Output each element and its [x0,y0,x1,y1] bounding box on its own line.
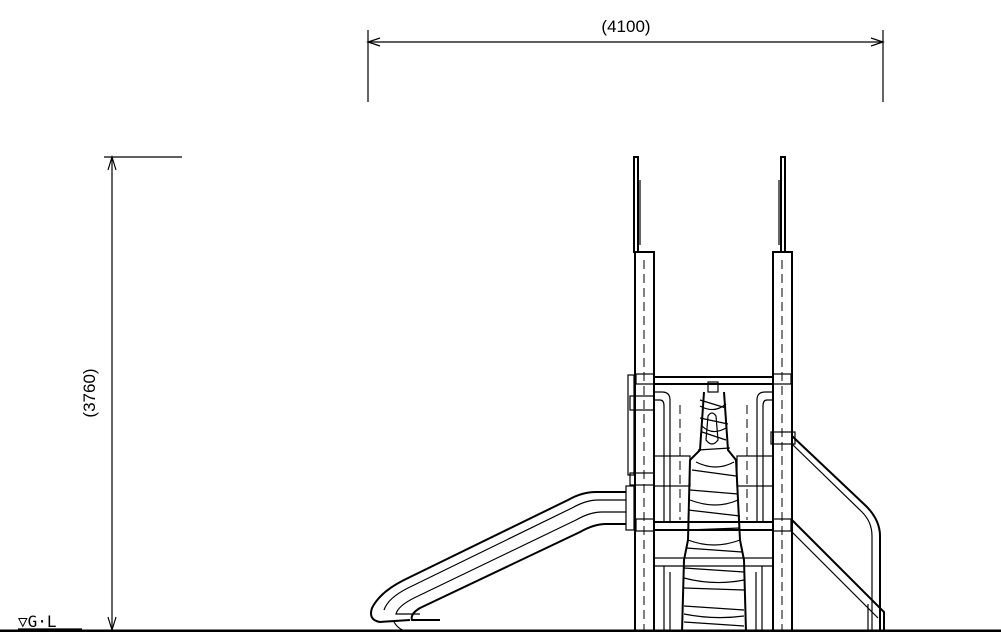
right-post [770,156,796,632]
width-dimension-label: (4100) [601,17,650,36]
slide [370,485,635,632]
left-post [627,156,655,632]
ground-line: ▽G·L [0,612,1001,632]
ground-level-label: ▽G·L [18,612,57,631]
height-dimension: (3760) [80,154,182,632]
width-dimension: (4100) [366,17,885,102]
climbing-net [681,381,747,632]
frame [635,373,792,632]
stair-handrail [791,435,885,632]
height-dimension-label: (3760) [80,368,99,417]
